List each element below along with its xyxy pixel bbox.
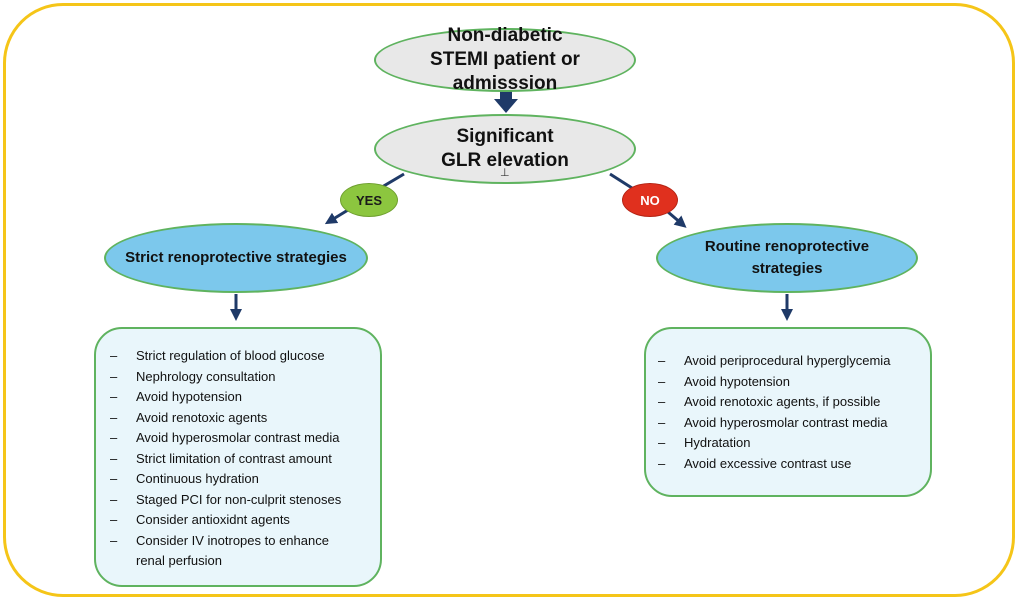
list-item: Continuous hydration [110, 469, 368, 490]
right-strategy-box: Avoid periprocedural hyperglycemia Avoid… [644, 327, 932, 497]
list-item: Avoid hyperosmolar contrast media [658, 413, 918, 434]
list-item: Avoid renotoxic agents [110, 408, 368, 429]
list-item: Staged PCI for non-culprit stenoses [110, 490, 368, 511]
decision-node-label: Significant GLR elevation [441, 126, 569, 171]
right-strategy-list: Avoid periprocedural hyperglycemia Avoid… [658, 351, 918, 474]
arrow-no-to-right [667, 210, 687, 228]
list-item: Strict regulation of blood glucose [110, 346, 368, 367]
right-branch-title: Routine renoprotective strategies [704, 238, 870, 277]
left-branch-title: Strict renoprotective strategies [125, 249, 347, 266]
list-item: Avoid excessive contrast use [658, 454, 918, 475]
no-badge: NO [622, 183, 678, 217]
right-branch-node: Routine renoprotective strategies [656, 223, 918, 293]
left-branch-node: Strict renoprotective strategies [104, 223, 368, 293]
list-item: Nephrology consultation [110, 367, 368, 388]
arrow-root-to-decision [494, 90, 518, 113]
no-badge-label: NO [640, 192, 660, 208]
list-item: Strict limitation of contrast amount [110, 449, 368, 470]
list-item: Avoid periprocedural hyperglycemia [658, 351, 918, 372]
list-item: Avoid hypotension [110, 387, 368, 408]
list-item: Hydratation [658, 433, 918, 454]
list-item: Avoid renotoxic agents, if possible [658, 392, 918, 413]
list-item: Consider IV inotropes to enhance renal p… [110, 531, 354, 572]
list-item: Consider antioxidnt agents [110, 510, 368, 531]
root-node-label: Non-diabetic STEMI patient or admisssion [430, 25, 580, 94]
root-node: Non-diabetic STEMI patient or admisssion [374, 25, 636, 94]
left-strategy-box: Strict regulation of blood glucose Nephr… [94, 327, 382, 587]
list-item: Avoid hyperosmolar contrast media [110, 428, 368, 449]
decision-node: Significant GLR elevation [374, 114, 636, 184]
tee-mark: ⊥ [500, 167, 510, 179]
yes-badge: YES [340, 183, 398, 217]
diagram-frame [3, 3, 1015, 597]
line-decision-to-no [609, 172, 633, 190]
list-item: Avoid hypotension [658, 372, 918, 393]
left-strategy-list: Strict regulation of blood glucose Nephr… [110, 346, 368, 572]
arrow-yes-to-left [324, 208, 349, 225]
yes-badge-label: YES [355, 192, 382, 208]
